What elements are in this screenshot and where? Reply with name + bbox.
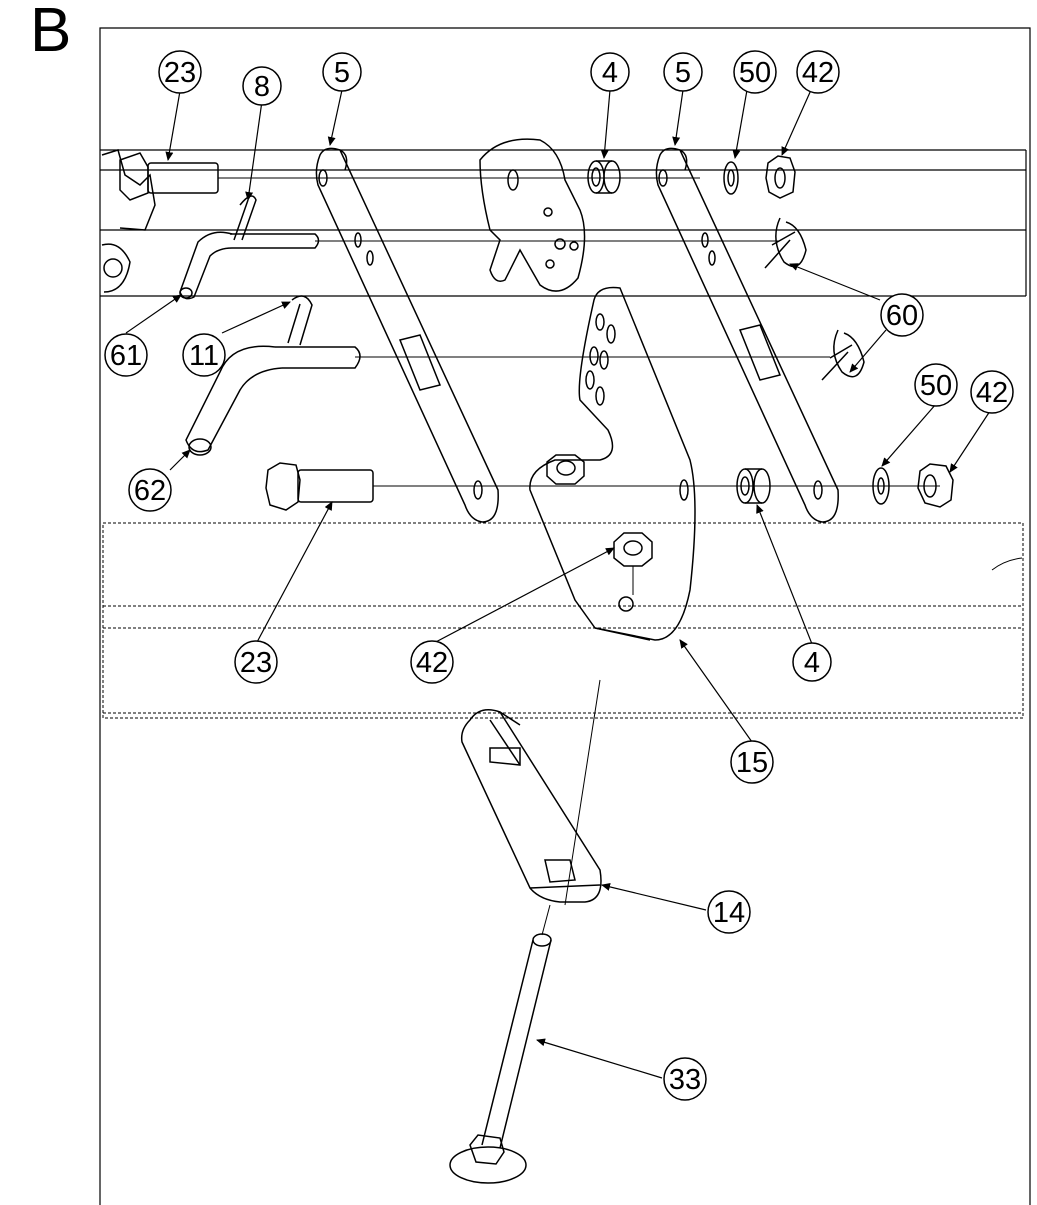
callout-circle: [322, 52, 362, 92]
callout-label: 8: [254, 71, 270, 103]
washer-50-top: [723, 161, 739, 195]
nut-42-lower: [613, 532, 653, 595]
callout-label: 33: [669, 1064, 701, 1096]
r-clip-60-mid: [821, 329, 865, 381]
callout-circle: [796, 50, 840, 94]
callout-label: 61: [110, 340, 142, 372]
clip-11: [287, 295, 313, 346]
nut-42-right: [917, 463, 954, 508]
callout-5: 5: [663, 52, 703, 92]
callout-circle: [234, 640, 278, 684]
callout-circle: [914, 363, 958, 407]
callout-4: 4: [792, 642, 832, 682]
callout-11: 11: [182, 333, 226, 377]
callout-label: 60: [886, 300, 918, 332]
link-plate-14: [460, 709, 602, 903]
callout-layer: 23 8 5 4 5 50 42 60 61 11 62 50 42 23 42 4 15 14 33: [104, 50, 1014, 1101]
callout-label: 42: [976, 377, 1008, 409]
callout-circle: [792, 642, 832, 682]
nut-42-mid: [546, 454, 585, 485]
callout-14: 14: [707, 890, 751, 934]
callout-label: 50: [739, 57, 771, 89]
callout-42: 42: [410, 640, 454, 684]
callout-50: 50: [733, 50, 777, 94]
callout-circle: [590, 52, 630, 92]
callout-label: 62: [134, 475, 166, 507]
callout-42: 42: [796, 50, 840, 94]
callout-label: 50: [920, 370, 952, 402]
callout-circle: [663, 52, 703, 92]
callout-label: 23: [164, 57, 196, 89]
callout-circle: [158, 50, 202, 94]
callout-label: 15: [736, 747, 768, 779]
spacer-4-mid: [736, 468, 771, 504]
spacer-4-top: [587, 160, 621, 194]
callout-label: 42: [802, 57, 834, 89]
pin-62: [185, 345, 830, 456]
callout-circle: [242, 66, 282, 106]
callout-23: 23: [234, 640, 278, 684]
callout-circle: [707, 890, 751, 934]
bolt-33: [449, 904, 552, 1184]
callout-circle: [104, 333, 148, 377]
callout-33: 33: [663, 1057, 707, 1101]
hitch-part: [101, 149, 156, 293]
callout-5: 5: [322, 52, 362, 92]
drawing-frame: [99, 27, 1031, 1205]
callout-61: 61: [104, 333, 148, 377]
callout-42: 42: [970, 370, 1014, 414]
callout-circle: [880, 293, 924, 337]
bolt-23-mid: [265, 462, 940, 511]
bracket-top: [479, 138, 586, 292]
bracket-15: [529, 286, 696, 641]
callout-circle: [730, 740, 774, 784]
callout-circle: [663, 1057, 707, 1101]
section-letter: B: [30, 0, 72, 65]
leader-lines: [125, 89, 993, 1079]
callout-circle: [410, 640, 454, 684]
plate-5-right: [655, 147, 839, 523]
callout-label: 5: [675, 57, 691, 89]
callout-label: 4: [602, 57, 618, 89]
callout-circle: [182, 333, 226, 377]
callout-50: 50: [914, 363, 958, 407]
tube-break-mark: [991, 557, 1023, 571]
callout-label: 42: [416, 647, 448, 679]
lower-tube: [102, 522, 1024, 719]
callout-label: 14: [713, 897, 745, 929]
pin-61: [179, 231, 780, 300]
assembly-centerline: [564, 679, 601, 906]
callout-62: 62: [128, 468, 172, 512]
nut-42-top: [765, 155, 796, 199]
callout-label: 23: [240, 647, 272, 679]
callout-4: 4: [590, 52, 630, 92]
callout-label: 4: [804, 647, 820, 679]
r-clip-60-top: [764, 217, 807, 269]
callout-label: 11: [189, 340, 219, 372]
callout-circle: [970, 370, 1014, 414]
callout-8: 8: [242, 66, 282, 106]
callout-23: 23: [158, 50, 202, 94]
callout-60: 60: [880, 293, 924, 337]
plate-5-left: [315, 147, 499, 523]
washer-50-mid: [872, 467, 890, 505]
callout-15: 15: [730, 740, 774, 784]
callout-label: 5: [334, 57, 350, 89]
callout-circle: [733, 50, 777, 94]
callout-circle: [128, 468, 172, 512]
